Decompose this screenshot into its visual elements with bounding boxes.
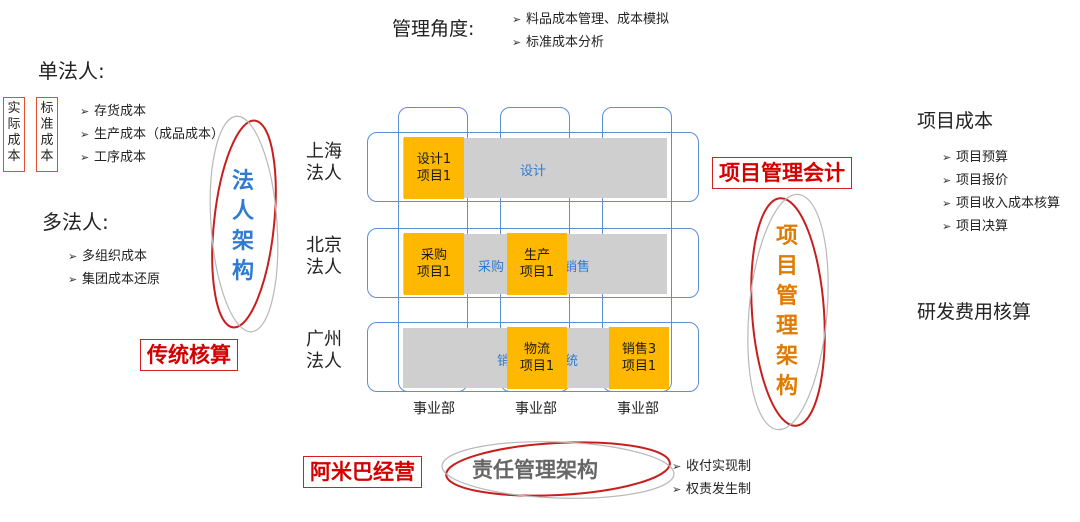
project-architecture-label: 项目管理架构	[775, 224, 798, 399]
multi-entity-list: 多组织成本 集团成本还原	[68, 245, 160, 291]
bar-text-system-partial: 统	[565, 354, 579, 369]
accounting-basis-list: 收付实现制 权责发生制	[672, 455, 751, 501]
box-line: 采购	[420, 248, 447, 263]
list-item: 多组织成本	[68, 245, 160, 268]
list-item: 标准成本分析	[512, 31, 669, 54]
purchase-project-box: 采购 项目1	[404, 233, 464, 295]
division-label: 事业部	[515, 401, 557, 417]
actual-cost-box: 实际成本	[3, 97, 25, 172]
list-item: 生产成本（成品成本）	[80, 123, 224, 146]
bar-text-sales-partial: 销	[497, 354, 511, 369]
box-line: 项目1	[519, 265, 555, 280]
row-label-guangzhou: 广州法人	[306, 329, 342, 372]
standard-cost-box: 标准成本	[36, 97, 58, 172]
list-item: 存货成本	[80, 100, 224, 123]
list-item: 收付实现制	[672, 455, 751, 478]
box-line: 项目1	[416, 265, 452, 280]
row-frame-guangzhou	[367, 322, 699, 392]
sales-project-box: 销售3 项目1	[609, 327, 669, 389]
project-management-accounting-label: 项目管理会计	[712, 157, 852, 189]
row-label-shanghai: 上海法人	[306, 141, 342, 184]
row-frame-shanghai	[367, 132, 699, 202]
row-frame-beijing	[367, 228, 699, 298]
single-entity-title: 单法人:	[38, 59, 105, 83]
single-entity-list: 存货成本 生产成本（成品成本） 工序成本	[80, 100, 224, 169]
box-line: 销售3	[621, 342, 657, 357]
list-item: 料品成本管理、成本模拟	[512, 8, 669, 31]
list-item: 项目预算	[942, 146, 1060, 169]
list-item: 权责发生制	[672, 478, 751, 501]
responsibility-architecture-label: 责任管理架构	[472, 458, 598, 482]
division-label: 事业部	[617, 401, 659, 417]
project-cost-title: 项目成本	[917, 110, 994, 132]
project-cost-list: 项目预算 项目报价 项目收入成本核算 项目决算	[942, 146, 1060, 238]
bar-text-sales: 销售	[564, 260, 591, 275]
box-line: 项目1	[621, 359, 657, 374]
list-item: 集团成本还原	[68, 268, 160, 291]
design-project-box: 设计1 项目1	[404, 137, 464, 199]
list-item: 工序成本	[80, 146, 224, 169]
box-line: 生产	[523, 248, 550, 263]
list-item: 项目决算	[942, 215, 1060, 238]
production-project-box: 生产 项目1	[507, 233, 567, 295]
management-angle-title: 管理角度:	[392, 18, 475, 40]
management-angle-list: 料品成本管理、成本模拟 标准成本分析	[512, 8, 669, 54]
list-item: 项目报价	[942, 169, 1060, 192]
box-line: 项目1	[416, 169, 452, 184]
bar-text-purchase: 采购	[478, 260, 505, 275]
multi-entity-title: 多法人:	[42, 210, 109, 234]
project-architecture-ellipse	[747, 193, 829, 431]
traditional-accounting-label: 传统核算	[140, 339, 238, 371]
list-item: 项目收入成本核算	[942, 192, 1060, 215]
legal-architecture-label: 法人架构	[231, 169, 254, 284]
bar-text-design: 设计	[520, 164, 547, 179]
box-line: 设计1	[416, 152, 452, 167]
box-line: 项目1	[519, 359, 555, 374]
logistics-project-box: 物流 项目1	[507, 327, 567, 389]
legal-architecture-ellipse	[209, 115, 279, 333]
box-line: 物流	[523, 342, 550, 357]
rd-expense-title: 研发费用核算	[917, 301, 1032, 323]
row-label-beijing: 北京法人	[306, 235, 342, 278]
division-label: 事业部	[413, 401, 455, 417]
amoeba-management-label: 阿米巴经营	[303, 456, 422, 488]
